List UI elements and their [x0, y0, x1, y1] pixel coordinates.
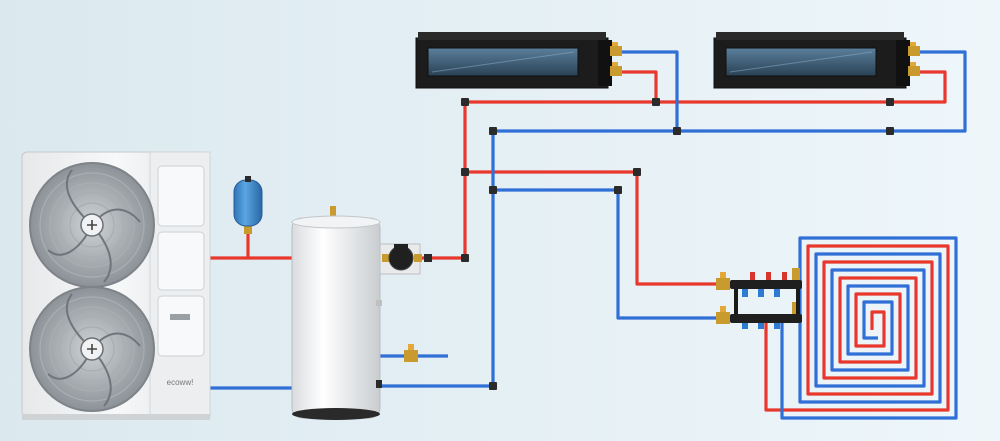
- fan-coil-2: [713, 32, 920, 89]
- outdoor-unit: ecoww!: [21, 151, 211, 420]
- return-pipes: [205, 50, 967, 420]
- expansion-vessel: [233, 176, 263, 234]
- fan-coil-1: [415, 32, 622, 89]
- manifold: [716, 268, 802, 329]
- pipe-fittings: [461, 98, 894, 390]
- fan-grille-bottom: [29, 286, 155, 412]
- fan-grille-top: [29, 162, 155, 288]
- circulation-pump: [379, 243, 432, 275]
- drain-valve: [404, 344, 418, 362]
- brand-logo: ecoww!: [167, 378, 194, 387]
- buffer-tank: [291, 206, 382, 420]
